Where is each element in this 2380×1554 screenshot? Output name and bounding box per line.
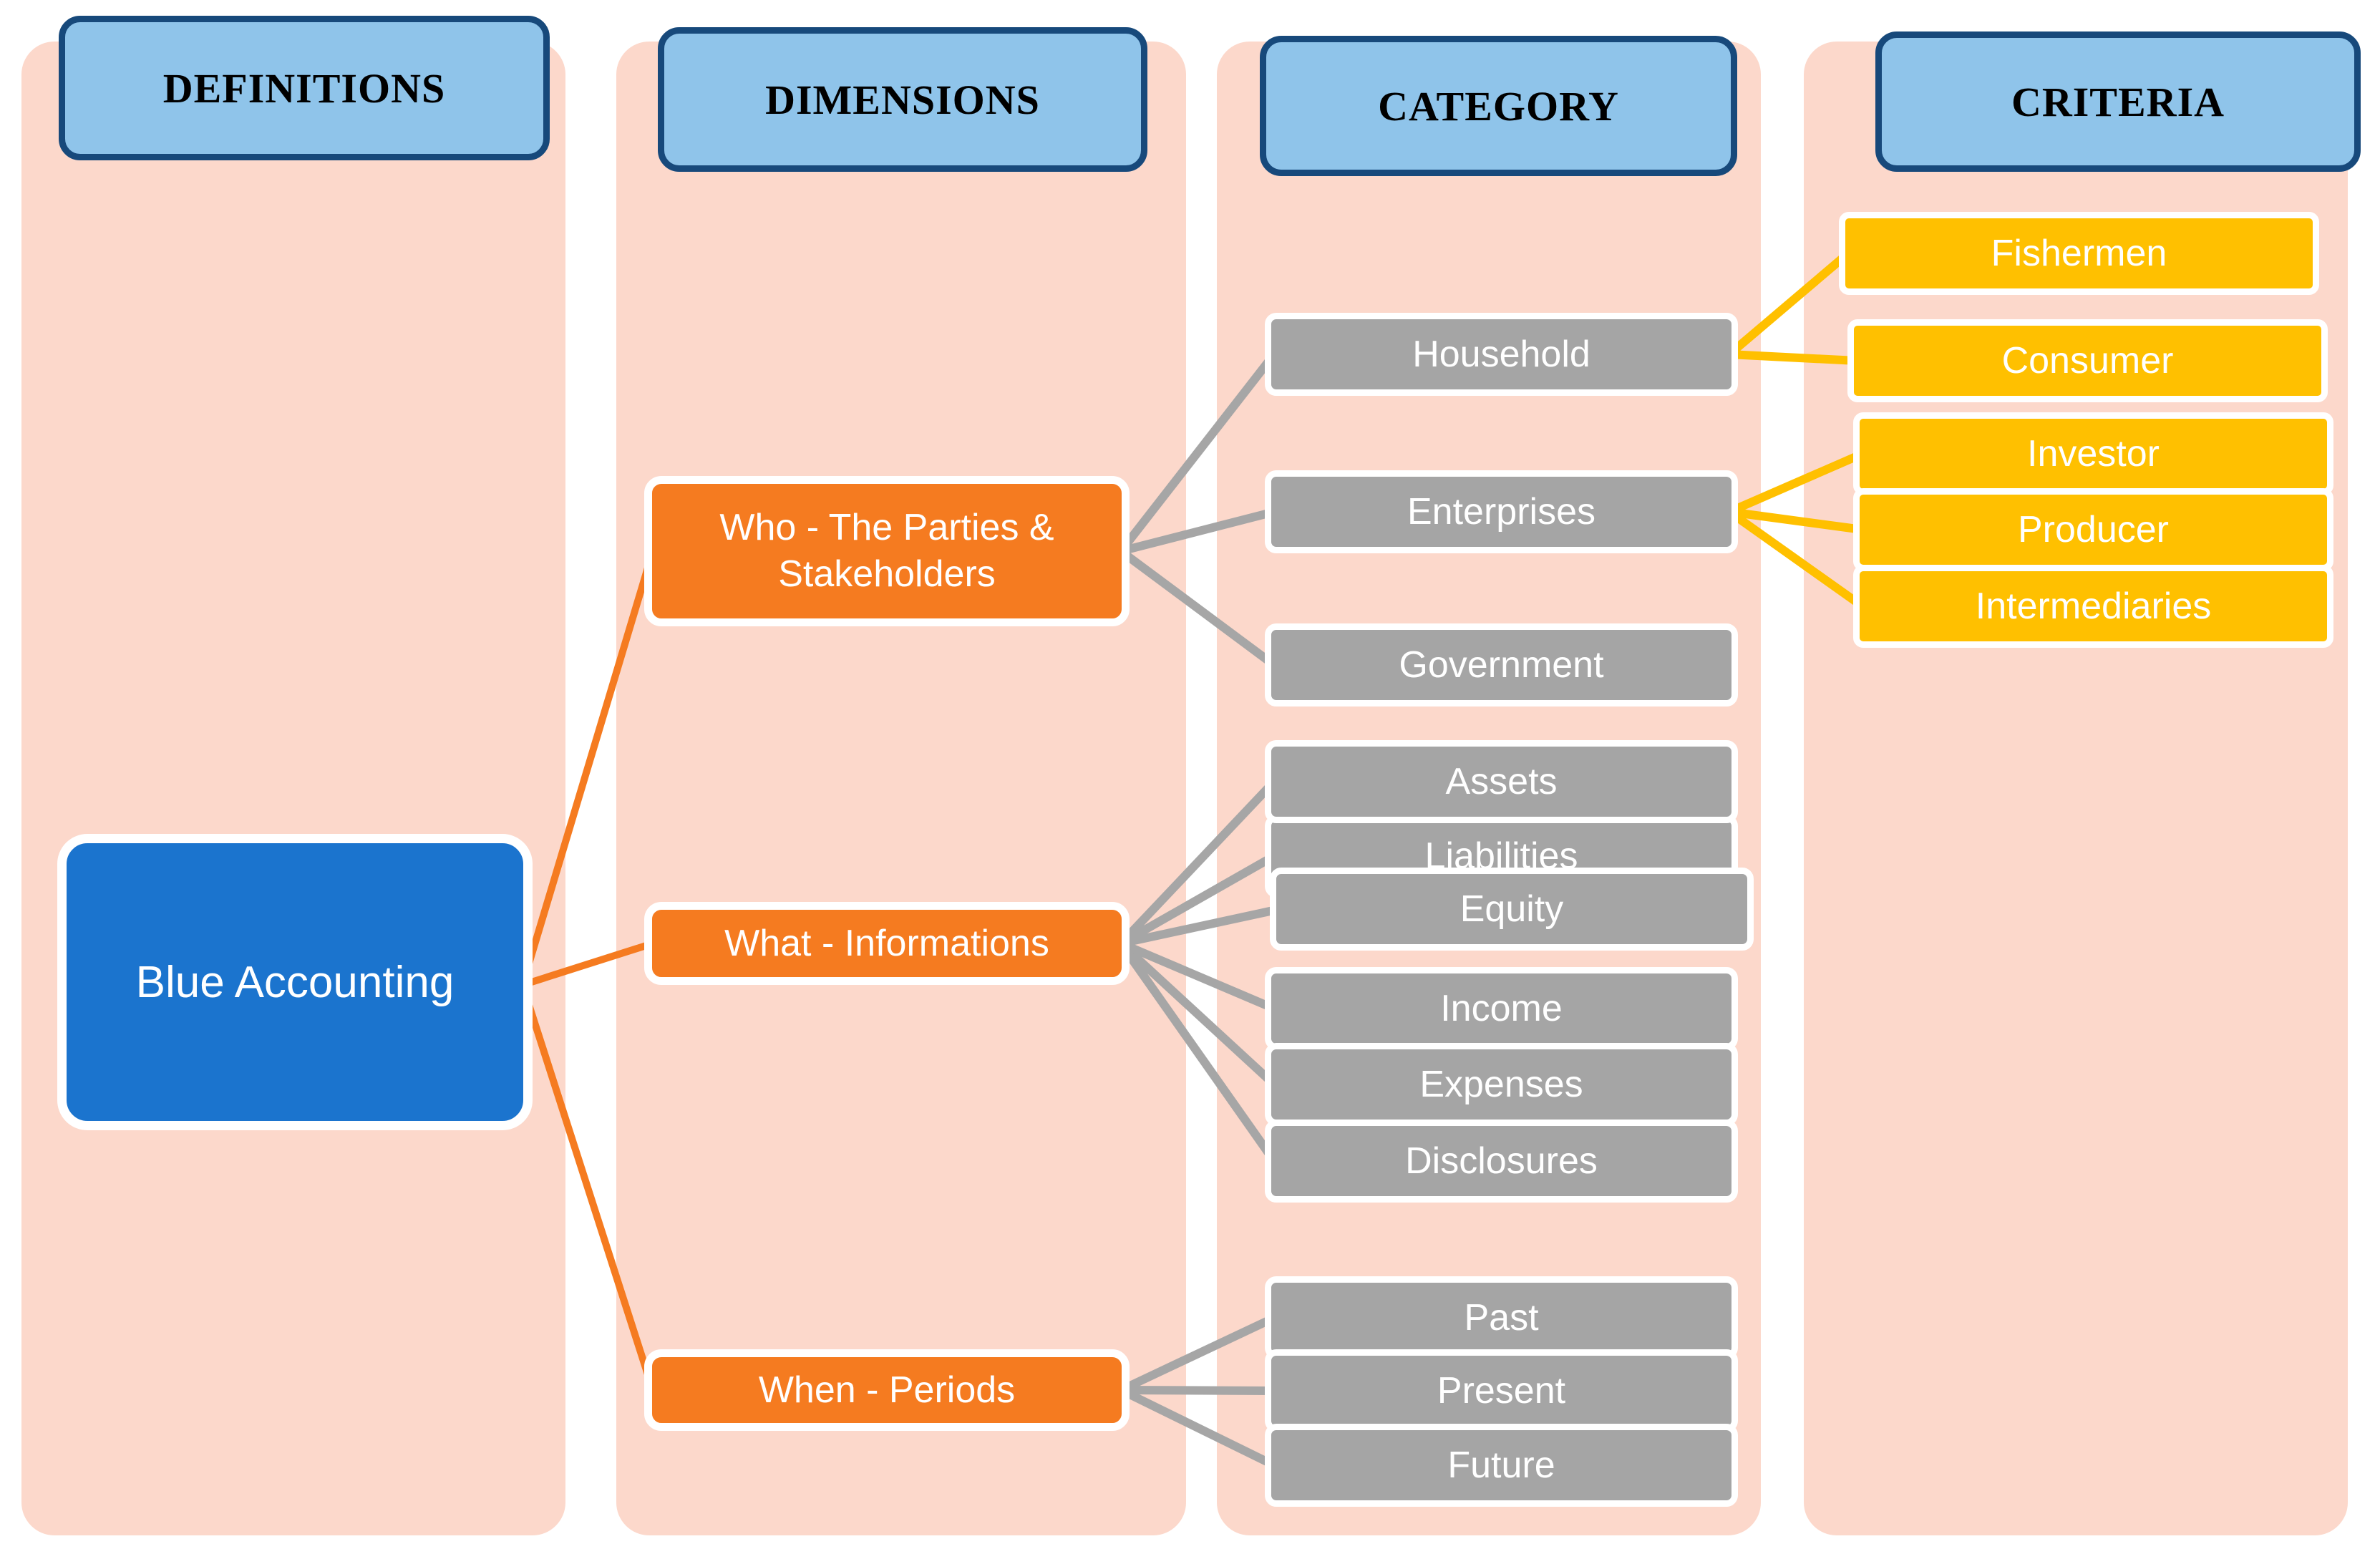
connector-household-consumer [1725, 350, 1861, 365]
node-disclosures: Disclosures [1265, 1120, 1738, 1203]
header-label: DEFINITIONS [162, 64, 446, 112]
header-category: CATEGORY [1260, 36, 1737, 176]
connector-root-what [519, 940, 656, 989]
connector-what-income [1117, 939, 1278, 1013]
node-intermediaries: Intermediaries [1853, 565, 2333, 648]
connector-what-liabilities [1117, 852, 1278, 948]
node-consumer: Consumer [1847, 319, 2328, 402]
node-label: Past [1464, 1297, 1539, 1339]
node-who: Who - The Parties & Stakeholders [644, 476, 1130, 626]
node-label: Consumer [2001, 340, 2174, 382]
node-label: Fishermen [1991, 233, 2167, 274]
connector-root-when [519, 981, 656, 1394]
node-label: Investor [2027, 433, 2160, 475]
node-investor: Investor [1853, 412, 2333, 495]
node-assets: Assets [1265, 740, 1738, 823]
node-household: Household [1265, 313, 1738, 396]
node-income: Income [1265, 967, 1738, 1050]
connector-when-present [1117, 1386, 1278, 1395]
node-label: Producer [2018, 509, 2169, 550]
node-label: Household [1412, 334, 1590, 375]
header-dimensions: DIMENSIONS [658, 27, 1147, 172]
node-label: Government [1399, 644, 1604, 686]
connector-what-disclosures [1117, 939, 1278, 1165]
node-fishermen: Fishermen [1839, 212, 2319, 295]
node-label: Expenses [1419, 1064, 1583, 1105]
node-past: Past [1265, 1276, 1738, 1359]
column-dimensions [616, 42, 1186, 1535]
node-label: Assets [1445, 761, 1558, 802]
connector-what-expenses [1117, 939, 1278, 1089]
header-criteria: CRITERIA [1875, 31, 2361, 172]
node-when: When - Periods [644, 1349, 1130, 1431]
connector-enterprises-investor [1725, 450, 1867, 516]
node-label: Income [1440, 988, 1563, 1029]
column-definitions [21, 42, 565, 1535]
node-label: What - Informations [724, 922, 1049, 964]
node-blue-accounting: Blue Accounting [57, 834, 533, 1130]
node-future: Future [1265, 1424, 1738, 1507]
connector-what-assets [1117, 777, 1278, 948]
node-label: Intermediaries [1975, 586, 2212, 627]
connector-enterprises-intermediaries [1725, 508, 1867, 611]
node-label: Who - The Parties & Stakeholders [719, 507, 1054, 595]
header-label: CATEGORY [1378, 82, 1619, 130]
connector-what-equity [1117, 905, 1284, 948]
connector-who-household [1117, 350, 1278, 555]
node-present: Present [1265, 1349, 1738, 1432]
header-definitions: DEFINITIONS [59, 16, 550, 160]
node-government: Government [1265, 623, 1738, 706]
connector-enterprises-producer [1725, 508, 1867, 534]
connector-household-fishermen [1725, 249, 1852, 359]
connector-who-government [1117, 547, 1278, 669]
node-label: When - Periods [758, 1369, 1016, 1411]
connector-when-future [1117, 1386, 1278, 1470]
connector-when-past [1117, 1313, 1278, 1394]
node-expenses: Expenses [1265, 1043, 1738, 1126]
connector-who-enterprises [1117, 508, 1278, 555]
node-label: Future [1447, 1444, 1555, 1486]
node-label: Blue Accounting [135, 957, 455, 1007]
header-label: CRITERIA [2011, 78, 2225, 125]
connector-root-who [519, 548, 656, 989]
node-enterprises: Enterprises [1265, 470, 1738, 553]
node-label: Disclosures [1405, 1140, 1598, 1182]
node-producer: Producer [1853, 488, 2333, 571]
node-what: What - Informations [644, 902, 1130, 985]
node-label: Present [1437, 1370, 1566, 1412]
node-label: Equity [1459, 888, 1564, 930]
node-equity: Equity [1270, 868, 1754, 951]
header-label: DIMENSIONS [765, 76, 1040, 123]
node-label: Enterprises [1407, 491, 1595, 533]
